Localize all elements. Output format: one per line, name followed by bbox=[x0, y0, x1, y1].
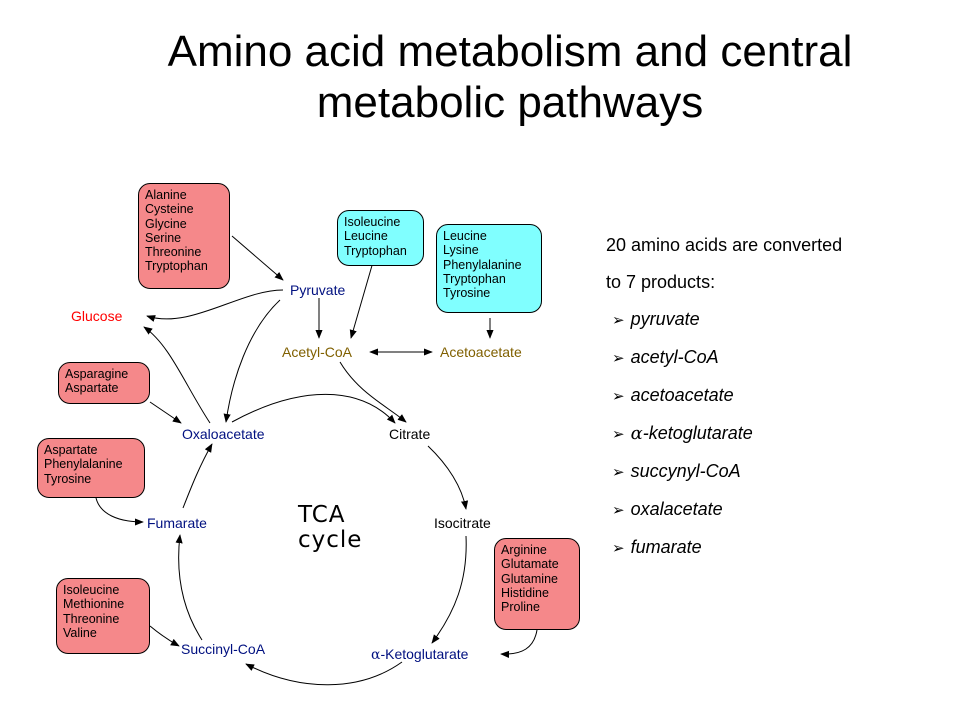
notes-intro-1: 20 amino acids are converted bbox=[606, 235, 843, 255]
product-item: ➢ α-ketoglutarate bbox=[606, 415, 842, 453]
amino-acid-label: Glycine bbox=[145, 216, 187, 231]
notes-intro-2: to 7 products: bbox=[606, 272, 716, 292]
arrow-fumarate-oxaloacetate bbox=[182, 443, 213, 509]
ketoglutarate-text: -Ketoglutarate bbox=[380, 646, 469, 662]
arrow-oxaloacetate-citrate bbox=[231, 393, 396, 424]
arrow-bullet-icon: ➢ bbox=[612, 540, 625, 557]
product-label: pyruvate bbox=[630, 309, 700, 329]
arrow-box6-akg bbox=[500, 629, 538, 658]
amino-acid-label: Tyrosine bbox=[443, 286, 491, 301]
arrow-bullet-icon: ➢ bbox=[612, 464, 625, 481]
amino-acid-label: Threonine bbox=[63, 611, 120, 626]
amino-acid-label: Cysteine bbox=[145, 202, 194, 217]
node-glucose: Glucose bbox=[71, 308, 123, 324]
product-item: ➢ pyruvate bbox=[606, 301, 842, 339]
arrow-pyruvate-glucose bbox=[146, 289, 284, 322]
amino-acid-label: Glutamate bbox=[501, 557, 559, 572]
amino-acid-label: Proline bbox=[501, 600, 540, 615]
tca-line-1: TCA bbox=[298, 502, 346, 528]
tca-line-2: cycle bbox=[298, 527, 363, 553]
products-notes: 20 amino acids are converted to 7 produc… bbox=[606, 227, 842, 567]
product-item: ➢ acetyl-CoA bbox=[606, 339, 842, 377]
arrow-bullet-icon: ➢ bbox=[612, 388, 625, 405]
amino-acid-box-acetoacetate: Leucine Lysine Phenylalanine Tryptophan … bbox=[436, 224, 542, 313]
amino-acid-box-ketoglutarate: Arginine Glutamate Glutamine Histidine P… bbox=[494, 538, 580, 630]
node-citrate: Citrate bbox=[389, 426, 431, 442]
tca-cycle-label: TCA cycle bbox=[298, 503, 362, 553]
amino-acid-label: Alanine bbox=[145, 188, 187, 202]
node-oxaloacetate: Oxaloacetate bbox=[182, 426, 265, 442]
arrow-pyruvate-oxaloacetate bbox=[223, 299, 281, 423]
arrow-citrate-isocitrate bbox=[427, 445, 469, 510]
product-label: -ketoglutarate bbox=[642, 423, 753, 443]
arrow-bullet-icon: ➢ bbox=[612, 312, 625, 329]
arrow-oxaloacetate-glucose bbox=[143, 326, 211, 424]
product-item: ➢ succynyl-CoA bbox=[606, 453, 842, 491]
amino-acid-label: Lysine bbox=[443, 243, 479, 258]
amino-acid-label: Tryptophan bbox=[145, 259, 208, 274]
node-alpha-ketoglutarate: α-Ketoglutarate bbox=[371, 646, 468, 663]
node-acetoacetate: Acetoacetate bbox=[440, 344, 522, 360]
product-item: ➢ fumarate bbox=[606, 529, 842, 567]
arrow-bullet-icon: ➢ bbox=[612, 350, 625, 367]
arrow-akg-succinylcoa bbox=[245, 661, 403, 686]
amino-acid-label: Arginine bbox=[501, 543, 547, 557]
node-pyruvate: Pyruvate bbox=[290, 282, 346, 298]
amino-acid-box-pyruvate: Alanine Cysteine Glycine Serine Threonin… bbox=[138, 183, 230, 289]
amino-acid-box-acetyl-coa: Isoleucine Leucine Tryptophan bbox=[337, 210, 424, 266]
amino-acid-label: Valine bbox=[63, 625, 97, 640]
product-item: ➢ oxalacetate bbox=[606, 491, 842, 529]
amino-acid-label: Leucine bbox=[344, 229, 388, 244]
arrow-box7-succinylcoa bbox=[149, 625, 180, 647]
amino-acid-label: Threonine bbox=[145, 245, 202, 260]
slide-title: Amino acid metabolism and central metabo… bbox=[80, 26, 940, 128]
arrow-box4-oxaloacetate bbox=[149, 401, 182, 424]
product-label: oxalacetate bbox=[630, 499, 723, 519]
arrow-bullet-icon: ➢ bbox=[612, 426, 625, 443]
arrow-succinylcoa-fumarate bbox=[175, 534, 203, 641]
node-acetyl-coa: Acetyl-CoA bbox=[282, 344, 353, 360]
arrow-isocitrate-akg bbox=[431, 535, 467, 644]
arrow-acetylcoa-citrate bbox=[339, 361, 407, 423]
arrow-box5-fumarate bbox=[95, 497, 144, 526]
amino-acid-label: Asparagine bbox=[65, 367, 129, 381]
amino-acid-box-fumarate: Aspartate Phenylalanine Tyrosine bbox=[37, 438, 145, 498]
amino-acid-box-succinyl-coa: Isoleucine Methionine Threonine Valine bbox=[56, 578, 150, 654]
node-fumarate: Fumarate bbox=[147, 515, 207, 531]
amino-acid-label: Aspartate bbox=[44, 443, 98, 457]
product-label: succynyl-CoA bbox=[630, 461, 741, 481]
amino-acid-label: Isoleucine bbox=[344, 215, 401, 229]
node-succinyl-coa: Succinyl-CoA bbox=[181, 641, 266, 657]
title-line-2: metabolic pathways bbox=[316, 78, 704, 127]
amino-acid-label: Glutamine bbox=[501, 571, 558, 586]
amino-acid-label: Tryptophan bbox=[344, 243, 407, 258]
product-label: acetyl-CoA bbox=[630, 347, 719, 367]
amino-acid-label: Tyrosine bbox=[44, 471, 92, 486]
amino-acid-label: Histidine bbox=[501, 585, 549, 600]
alpha-symbol: α bbox=[371, 647, 381, 663]
amino-acid-box-oxaloacetate: Asparagine Aspartate bbox=[58, 362, 150, 404]
product-item: ➢ acetoacetate bbox=[606, 377, 842, 415]
alpha-symbol: α bbox=[630, 423, 643, 444]
amino-acid-label: Serine bbox=[145, 230, 182, 245]
amino-acid-label: Aspartate bbox=[65, 381, 119, 396]
amino-acid-label: Phenylalanine bbox=[44, 457, 123, 472]
node-isocitrate: Isocitrate bbox=[434, 515, 491, 531]
arrow-box1-pyruvate bbox=[231, 235, 284, 281]
product-label: acetoacetate bbox=[630, 385, 734, 405]
product-label: fumarate bbox=[630, 537, 702, 557]
arrow-bullet-icon: ➢ bbox=[612, 502, 625, 519]
amino-acid-label: Phenylalanine bbox=[443, 257, 522, 272]
amino-acid-label: Leucine bbox=[443, 229, 487, 243]
amino-acid-label: Isoleucine bbox=[63, 583, 120, 597]
arrow-box2-acetylcoa bbox=[349, 261, 374, 339]
title-line-1: Amino acid metabolism and central bbox=[167, 27, 853, 76]
amino-acid-label: Methionine bbox=[63, 597, 125, 612]
amino-acid-label: Tryptophan bbox=[443, 271, 506, 286]
